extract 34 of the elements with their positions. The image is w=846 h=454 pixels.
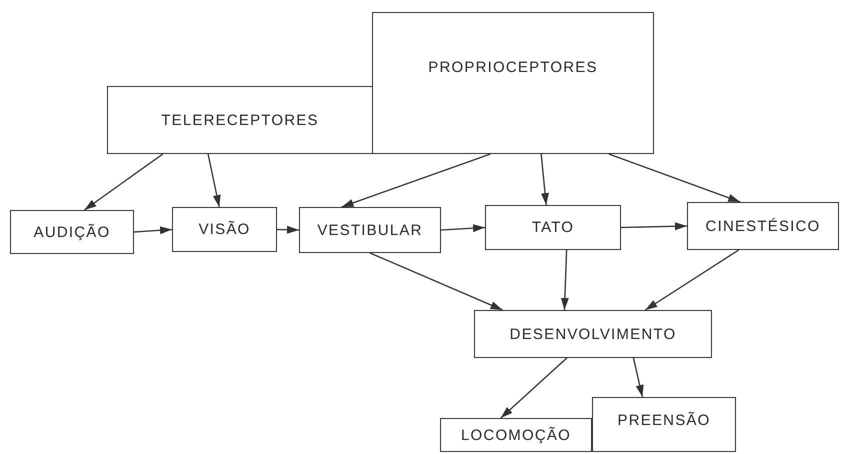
process-box [440, 418, 592, 452]
arrow [134, 226, 172, 234]
box-label: VISÃO [198, 221, 250, 238]
process-box [474, 310, 712, 358]
arrow [540, 154, 549, 206]
arrow [632, 358, 644, 398]
box-label: CINESTÉSICO [706, 218, 820, 234]
process-box [592, 397, 736, 452]
box-label: TATO [532, 219, 574, 236]
arrow [370, 252, 503, 311]
process-box [172, 207, 277, 252]
process-box [485, 205, 621, 250]
process-box [107, 86, 373, 154]
arrow [207, 154, 221, 208]
box-label: TELERECEPTORES [161, 112, 319, 128]
arrow [560, 250, 569, 310]
arrow [440, 224, 486, 232]
arrow [84, 153, 164, 211]
process-box [10, 210, 134, 254]
arrow [276, 226, 300, 234]
process-box [299, 207, 441, 253]
process-box [687, 202, 839, 250]
box-label: AUDIÇÃO [34, 224, 110, 240]
arrow [341, 153, 491, 208]
box-label: VESTIBULAR [317, 222, 423, 238]
box-label: PROPRIOCEPTORES [428, 59, 598, 76]
arrow [620, 222, 688, 230]
arrow [608, 153, 740, 203]
box-label: LOCOMOÇÃO [461, 426, 571, 444]
process-box [372, 12, 654, 154]
box-label: DESENVOLVIMENTO [510, 326, 676, 342]
box-label: PREENSÃO [618, 412, 710, 429]
arrow [500, 358, 568, 418]
arrow [645, 249, 740, 311]
